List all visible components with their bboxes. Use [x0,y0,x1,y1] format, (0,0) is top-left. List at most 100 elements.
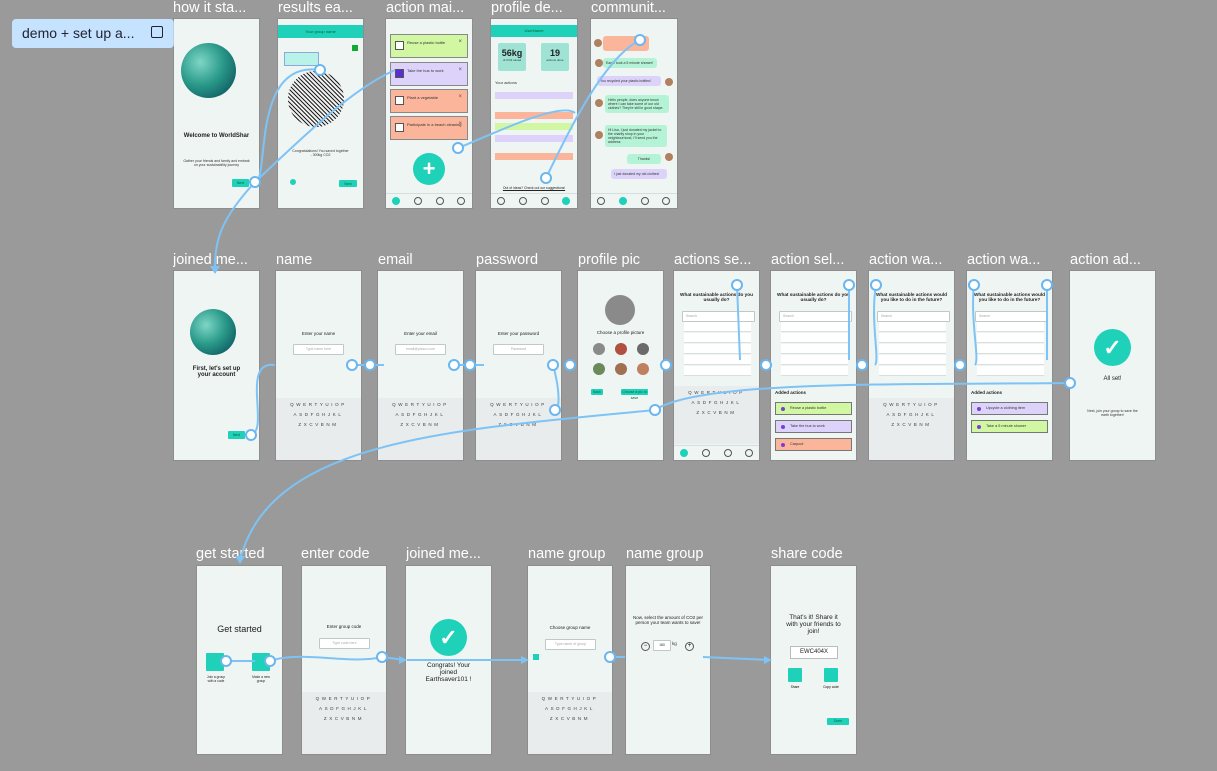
action-option[interactable] [781,344,848,354]
group-name-input[interactable]: Type name of group [545,639,596,650]
search-input[interactable]: Search [682,311,755,322]
action-option[interactable] [781,322,848,332]
frame-action-main[interactable]: Reuse a plastic bottle× Take the bus to … [386,19,472,208]
keyboard[interactable]: QWERTYUIOP ASDFGHJKL ZXCVBNM [674,386,759,444]
share-button[interactable] [788,668,802,682]
copy-code-button[interactable] [824,668,838,682]
email-input[interactable]: email@yahoo.com [395,344,446,355]
frame-actions-select[interactable]: What sustainable actions do you usually … [674,271,759,460]
action-option[interactable] [684,333,751,343]
keyboard[interactable]: QWERTYUIOP ASDFGHJKL ZXCVBNM [276,398,361,460]
frame-email[interactable]: Enter your email email@yahoo.com QWERTYU… [378,271,463,460]
frame-name-group[interactable]: Choose group name Type name of group QWE… [528,566,612,754]
action-card[interactable]: Take the bus to work× [390,62,468,86]
action-option[interactable] [977,322,1044,332]
frame-profile-pic[interactable]: Choose a profile picture Back Choose a p… [578,271,663,460]
frame-share-code[interactable]: That's it! Share it with your friends to… [771,566,856,754]
keyboard[interactable]: QWERTYUIOP ASDFGHJKL ZXCVBNM [302,692,386,754]
back-arrow-icon[interactable] [533,654,539,660]
add-action-button[interactable]: + [413,153,445,185]
avatar-option[interactable] [637,343,649,355]
demo-flow-tag[interactable]: demo + set up a... [12,19,174,48]
frame-action-selected[interactable]: What sustainable actions do you usually … [771,271,856,460]
frame-action-wants-added[interactable]: What sustainable actions would you like … [967,271,1052,460]
results-next-button[interactable]: Next [339,180,357,187]
frame-joined-group[interactable]: ✓ Congrats! Your joined Earthsaver101 ! [406,566,491,754]
frame-action-added[interactable]: ✓ All set! Next, join your group to save… [1070,271,1155,460]
share-icon[interactable] [352,45,358,51]
search-input[interactable]: Search [779,311,852,322]
action-option[interactable] [781,355,848,365]
frame-action-wants[interactable]: What sustainable actions would you like … [869,271,954,460]
action-card[interactable]: Reuse a plastic bottle× [390,34,468,58]
keyboard[interactable]: QWERTYUIOP ASDFGHJKL ZXCVBNM [528,692,612,754]
action-option[interactable] [977,333,1044,343]
avatar-option[interactable] [615,363,627,375]
action-option[interactable] [977,366,1044,376]
added-action[interactable]: Upcycle a clothing item [971,402,1048,415]
done-button[interactable]: Done [827,718,849,725]
frame-co2-target[interactable]: Now, select the amount of CO2 per person… [626,566,710,754]
setup-title: First, let's set up your account [192,366,241,378]
added-action[interactable]: Carpool [775,438,852,451]
search-input[interactable]: Search [877,311,950,322]
info-bubble [284,52,319,66]
frame-community[interactable]: Eagle took a 5 minute shower! You recycl… [591,19,677,208]
action-option[interactable] [977,344,1044,354]
frame-how-it-starts[interactable]: Welcome to WorldShar Gather your friends… [174,19,259,208]
action-option[interactable] [977,355,1044,365]
demo-flow-label: demo + set up a... [22,25,135,41]
action-card[interactable]: Participate in a beach cleaning× [390,116,468,140]
code-input[interactable]: Type code here [319,638,370,649]
avatar [594,39,602,47]
frame-results[interactable]: Your group name Congratulations! You sav… [278,19,363,208]
frame-password[interactable]: Enter your password Password QWERTYUIOP … [476,271,561,460]
added-action[interactable]: Take the bus to work [775,420,852,433]
avatar-option[interactable] [637,363,649,375]
code-prompt: Enter group code [326,624,362,629]
back-button[interactable]: Back [591,389,603,395]
frame-label: get started [196,546,265,562]
avatar-option[interactable] [615,343,627,355]
progress-dot [290,179,296,185]
decrease-icon[interactable]: − [641,642,650,651]
action-option[interactable] [879,333,946,343]
join-group-button[interactable] [206,653,224,671]
avatar-option[interactable] [593,363,605,375]
keyboard[interactable]: QWERTYUIOP ASDFGHJKL ZXCVBNM [869,398,954,460]
next-button[interactable]: Next [228,431,245,439]
action-option[interactable] [684,355,751,365]
action-option[interactable] [879,355,946,365]
name-input[interactable]: Type name here [293,344,344,355]
frame-enter-code[interactable]: Enter group code Type code here QWERTYUI… [302,566,386,754]
action-card[interactable]: Plant a vegetable× [390,89,468,113]
added-action[interactable]: Reuse a plastic bottle [775,402,852,415]
save-pic-button[interactable]: Choose a pic to save [621,389,648,400]
share-label: Share [790,685,800,689]
keyboard[interactable]: QWERTYUIOP ASDFGHJKL ZXCVBNM [378,398,463,460]
added-action[interactable]: Take a 5 minute shower [971,420,1048,433]
action-option[interactable] [684,366,751,376]
keyboard[interactable]: QWERTYUIOP ASDFGHJKL ZXCVBNM [476,398,561,460]
action-option[interactable] [879,344,946,354]
action-option[interactable] [879,366,946,376]
make-group-button[interactable] [252,653,270,671]
action-option[interactable] [781,333,848,343]
action-option[interactable] [684,322,751,332]
co2-amount-input[interactable]: 180 [653,640,671,651]
frame-get-started[interactable]: Get started Join a group with a code Mak… [197,566,282,754]
next-button[interactable]: Next [232,179,249,187]
password-input[interactable]: Password [493,344,544,355]
action-option[interactable] [879,322,946,332]
frame-name[interactable]: Enter your name Type name here QWERTYUIO… [276,271,361,460]
group-code: EWC404X [790,646,838,659]
action-option[interactable] [781,366,848,376]
avatar [665,153,673,161]
suggestions-link[interactable]: Out of ideas? Check out our suggestions! [502,186,566,190]
avatar-option[interactable] [593,343,605,355]
search-input[interactable]: Search [975,311,1048,322]
frame-profile-details[interactable]: UserName 56kg of CO2 saved 19 actions do… [491,19,577,208]
increase-icon[interactable]: + [685,642,694,651]
frame-joined-setup[interactable]: First, let's set up your account Next [174,271,259,460]
action-option[interactable] [684,344,751,354]
